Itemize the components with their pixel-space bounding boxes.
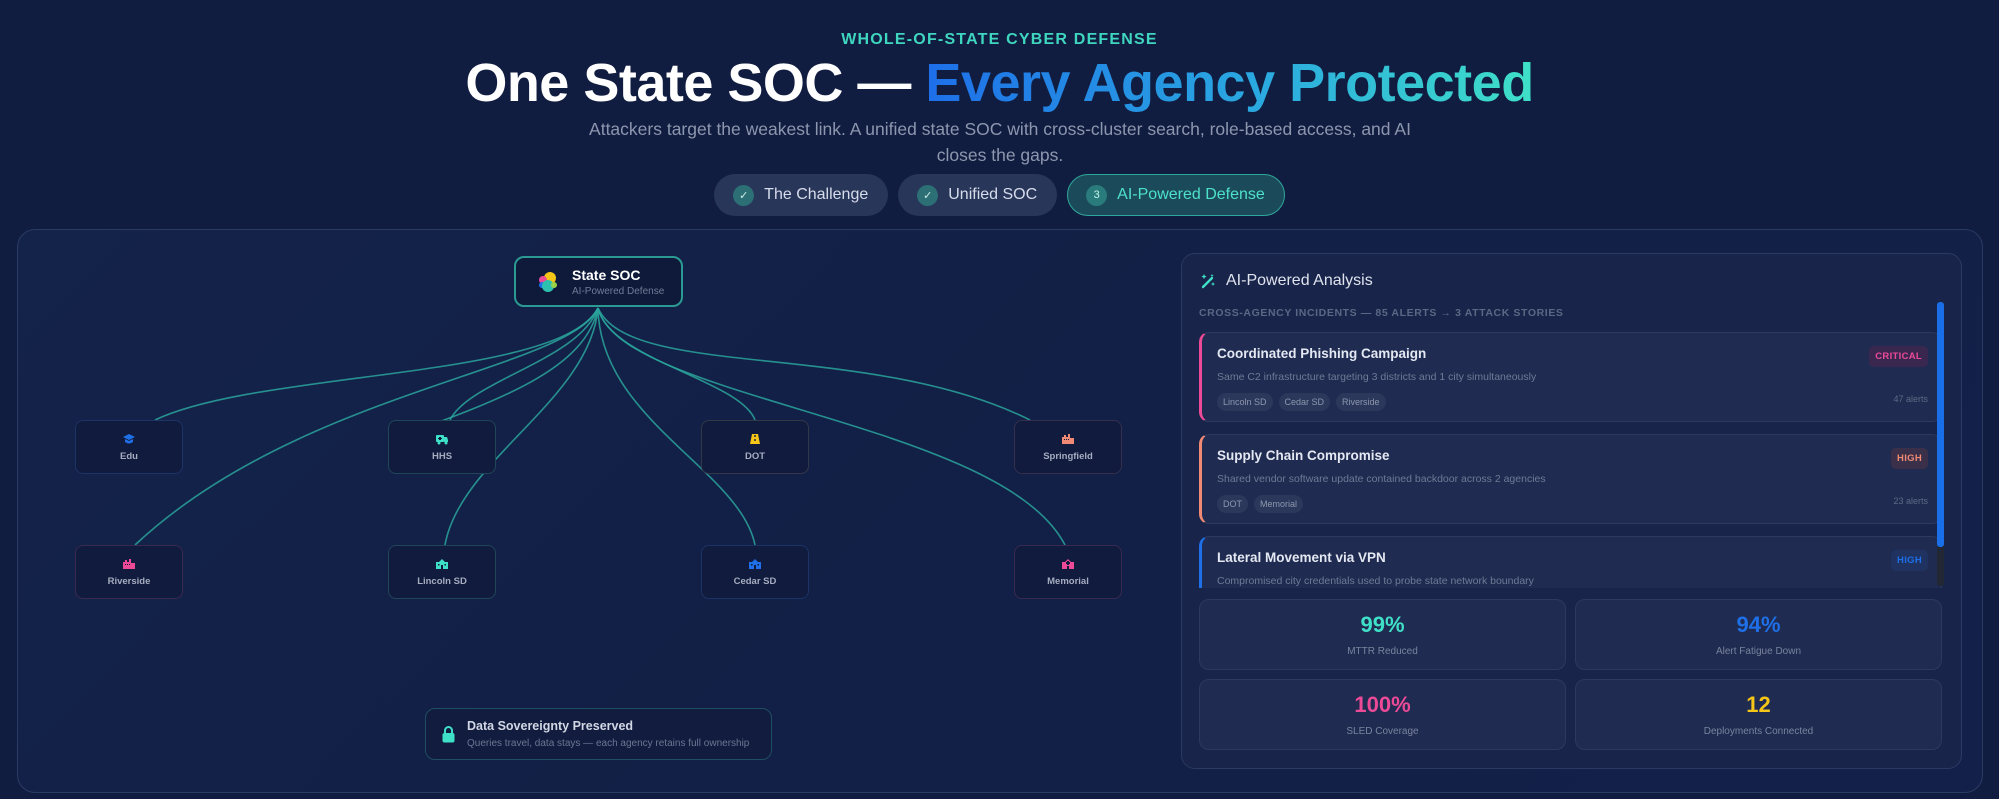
state-soc-node[interactable]: State SOC AI-Powered Defense [514,256,683,307]
sovereignty-title: Data Sovereignty Preserved [467,719,634,733]
stat-card-alert-fatigue: 94% Alert Fatigue Down [1575,599,1942,670]
elastic-logo-icon [539,271,557,292]
agency-tag: DOT [1217,495,1248,513]
hub-subtitle: AI-Powered Defense [572,285,665,297]
panel-subtitle: CROSS-AGENCY INCIDENTS — 85 ALERTS → 3 A… [1199,307,1564,319]
agency-label: Edu [120,450,138,462]
agency-label: HHS [431,450,453,462]
school-icon [436,558,448,569]
agency-label: Memorial [1047,575,1089,587]
incident-list[interactable]: Coordinated Phishing Campaign Same C2 in… [1199,332,1942,588]
step-label: Unified SOC [948,186,1038,203]
stat-card-mttr: 99% MTTR Reduced [1199,599,1566,670]
step-label: AI-Powered Defense [1117,186,1265,203]
step-the-challenge[interactable]: ✓ The Challenge [714,174,889,216]
stat-value: 99% [1360,612,1405,637]
lock-icon [442,725,455,742]
panel-title: AI-Powered Analysis [1226,272,1373,289]
stat-value: 12 [1746,692,1771,717]
step-tabs: ✓ The Challenge ✓ Unified SOC 3 AI-Power… [0,174,1999,216]
subtitle: Attackers target the weakest link. A uni… [589,119,1411,165]
agency-tag: Riverside [1336,393,1386,411]
incident-card[interactable]: Coordinated Phishing Campaign Same C2 in… [1199,332,1942,422]
agency-label: Springfield [1043,450,1093,462]
check-icon: ✓ [733,184,755,206]
agency-label: DOT [744,450,766,462]
agency-tag: Memorial [1254,495,1304,513]
step-number: 3 [1086,184,1108,206]
title-plain: One State SOC — [465,53,926,113]
stat-value: 94% [1736,612,1781,637]
stat-label: Alert Fatigue Down [1715,646,1802,657]
agency-tag: Cedar SD [1278,393,1331,411]
agency-node-memorial[interactable]: Memorial [1014,545,1122,599]
ambulance-icon [436,434,448,444]
incident-name: Lateral Movement via VPN [1217,550,1386,565]
stats-grid: 99% MTTR Reduced 94% Alert Fatigue Down … [1199,599,1942,750]
agency-label: Riverside [107,575,151,587]
hub-title: State SOC [572,266,641,283]
agency-label: Lincoln SD [417,575,467,587]
step-unified-soc[interactable]: ✓ Unified SOC [898,174,1058,216]
agency-node-lincoln-sd[interactable]: Lincoln SD [388,545,496,599]
agency-tag: Lincoln SD [1217,393,1273,411]
stat-card-sled-coverage: 100% SLED Coverage [1199,679,1566,750]
stat-label: MTTR Reduced [1347,646,1418,657]
step-ai-powered-defense[interactable]: 3 AI-Powered Defense [1067,174,1285,216]
alert-count: 23 alerts [1893,496,1928,506]
incident-name: Supply Chain Compromise [1217,448,1390,463]
agency-node-cedar-sd[interactable]: Cedar SD [701,545,809,599]
hospital-icon [1062,558,1074,569]
incident-card[interactable]: Lateral Movement via VPN Compromised cit… [1199,536,1942,588]
stat-card-deployments: 12 Deployments Connected [1575,679,1942,750]
city-icon [1062,433,1074,444]
city-icon [123,558,135,569]
agency-node-dot[interactable]: DOT [701,420,809,474]
check-icon: ✓ [917,184,939,206]
magic-wand-icon [1201,274,1215,289]
page-title: One State SOC — Every Agency Protected [0,52,1999,114]
scrollbar-thumb[interactable] [1937,302,1944,547]
incident-description: Compromised city credentials used to pro… [1217,575,1534,587]
incident-name: Coordinated Phishing Campaign [1217,346,1427,361]
stat-value: 100% [1354,692,1411,717]
graduation-cap-icon [123,433,135,443]
severity-badge: HIGH [1891,448,1928,469]
stat-label: Deployments Connected [1703,726,1814,737]
severity-badge: CRITICAL [1869,346,1928,367]
eyebrow: WHOLE-OF-STATE CYBER DEFENSE [841,31,1158,48]
data-sovereignty-card: Data Sovereignty Preserved Queries trave… [425,708,772,760]
panel-header: AI-Powered Analysis [1200,272,1373,290]
agency-node-edu[interactable]: Edu [75,420,183,474]
title-highlight: Every Agency Protected [925,53,1534,113]
incident-description: Same C2 infrastructure targeting 3 distr… [1217,371,1537,383]
incident-description: Shared vendor software update contained … [1217,473,1546,485]
step-label: The Challenge [764,186,869,203]
road-icon [750,433,760,444]
stat-label: SLED Coverage [1346,726,1419,737]
agency-node-hhs[interactable]: HHS [388,420,496,474]
incident-card[interactable]: Supply Chain Compromise Shared vendor so… [1199,434,1942,524]
incident-scrollbar[interactable] [1937,302,1944,586]
alert-count: 47 alerts [1893,394,1928,404]
agency-node-riverside[interactable]: Riverside [75,545,183,599]
agency-node-springfield[interactable]: Springfield [1014,420,1122,474]
school-icon [749,558,761,569]
severity-badge: HIGH [1891,550,1928,571]
sovereignty-subtitle: Queries travel, data stays — each agency… [467,738,750,749]
ai-analysis-panel: AI-Powered Analysis CROSS-AGENCY INCIDEN… [1181,253,1962,769]
agency-label: Cedar SD [733,575,777,587]
